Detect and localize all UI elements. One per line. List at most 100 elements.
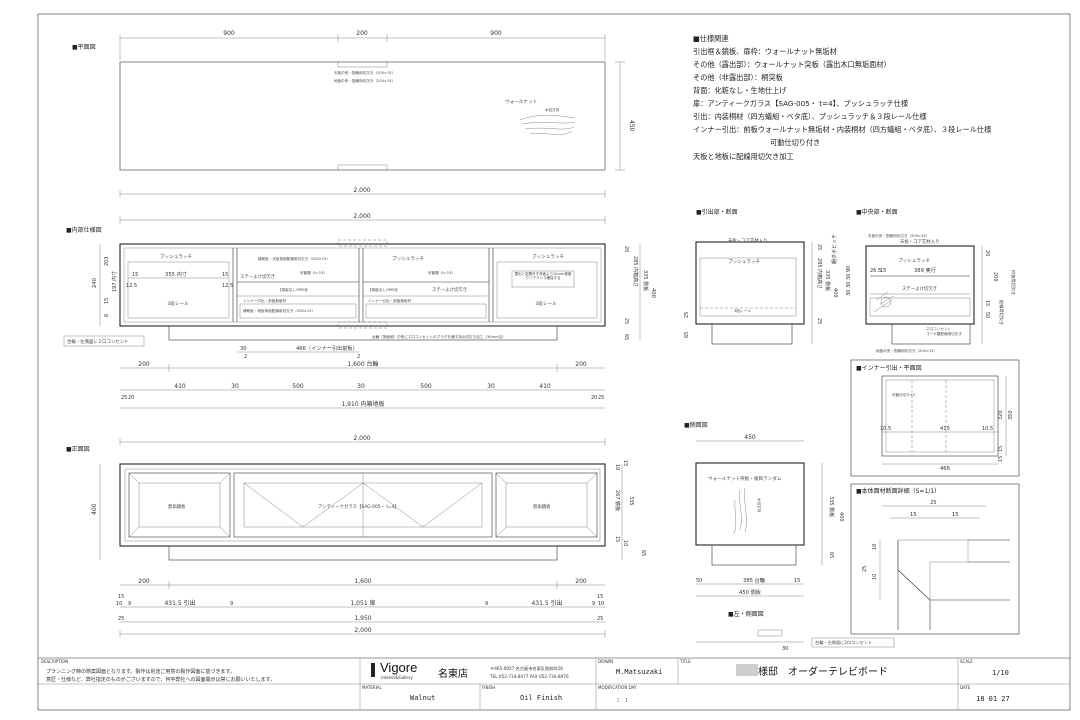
tb-scale-label: SCALE: [960, 659, 973, 664]
center-section-r50: 50: [984, 312, 990, 318]
front-row-15a: 15: [118, 594, 124, 600]
front-d25a: 25: [118, 616, 124, 622]
drawer-section-285: 285 内箱高さ: [816, 258, 823, 289]
side-15: 15: [794, 578, 800, 584]
inner-innerdrawer-left: インナー引出・前板無垢材: [243, 298, 287, 303]
side-65: 65: [828, 552, 834, 558]
inner-drawer-466: 466: [940, 466, 950, 472]
inner-plug-note: 台輪（背面側）中央に２口コンセントのプラグを通す用の切欠き加工（30mm丸）: [372, 334, 506, 339]
inner-left-240: 240: [92, 278, 98, 288]
inner-drawer-320: 320: [998, 410, 1004, 420]
plan-grain-label: 木目方向: [545, 107, 560, 112]
inner-row-30a: 30: [231, 383, 239, 390]
side-335: 335 側板: [828, 496, 835, 517]
front-row-10b: 10: [598, 601, 604, 607]
spec-line-2: その他（露出部）：ウォールナット突板（露出木口無垢面材）: [693, 60, 891, 69]
front-total-2000: 2,000: [354, 627, 371, 634]
inner-d125a: 12.5: [126, 283, 137, 289]
side-w450: 450: [744, 434, 756, 441]
side-view-title: ■側面図: [684, 421, 708, 429]
detail-view: ■本体面材断面詳細（S=1/1） 25 15 15 10 10 25: [850, 483, 1020, 635]
inner-row-25b: 25: [598, 395, 604, 401]
inner-left-6: 6: [104, 314, 110, 317]
spec-line-9: 天板と地板に配線用切欠き加工: [693, 152, 794, 161]
center-section-d15: 15: [880, 268, 886, 274]
spec-line-6: 引出：内装桐材（四方蟻組・ベタ底）、プッシュラッチ＆３段レール仕様: [693, 112, 927, 121]
front-r-335: 335: [628, 496, 634, 506]
front-row-10a: 10: [116, 601, 122, 607]
inner-row-30b: 30: [357, 383, 365, 390]
plan-depth-dim: 450: [628, 120, 635, 132]
front-view: ■正面図 2,000 無垢鏡板 アンティークガラス【SAG-005・ t=4】 …: [66, 435, 646, 638]
inner-in355: 355 内寸: [165, 270, 187, 278]
center-section-push: プッシュラッチ: [898, 258, 931, 264]
tb-title-label: TITLE: [679, 659, 691, 664]
plan-top-board: [119, 61, 606, 171]
tb-title: 様邸 オーダーテレビボード: [758, 665, 888, 678]
plan-total-dim: 2,000: [353, 187, 370, 194]
tb-date-label: DATE: [960, 685, 971, 690]
tb-drawn-label: DRAWN: [598, 659, 613, 664]
inner-open-right: 【背板なしOPEN】: [368, 287, 400, 292]
spec-line-5: 扉：アンティークガラス【SAG-005・ t=4】、プッシュラッチ仕様: [693, 99, 908, 108]
inner-row-410a: 410: [174, 383, 186, 390]
detail-title: ■本体面材断面詳細（S=1/1）: [856, 487, 940, 495]
inner-stay-left: ステーよけ切欠き: [240, 273, 275, 280]
front-r-10a: 10: [614, 464, 620, 470]
tb-material-label: MATERIAL: [362, 685, 383, 690]
shop-phone: TEL 052-734-8477 FAX 052-734-8476: [489, 674, 569, 679]
drawer-section-top: 天板・コア芯材入り: [728, 237, 768, 244]
front-base-1600: 1,600: [354, 578, 371, 585]
front-base-200l: 200: [138, 578, 150, 585]
tb-desc-label: DESCRIPTION: [41, 659, 68, 664]
center-section-bottom: 地板中央・配線用切欠き（200×15）: [876, 348, 937, 353]
drawer-section-335: 335 側板: [824, 270, 831, 291]
spec-heading: ■仕様関連: [693, 34, 729, 43]
inner-right-65: 65: [623, 334, 629, 340]
inner-mid-30: 30: [240, 346, 247, 352]
side-450b: 450 側板: [739, 588, 762, 596]
side-outlet-note: 台輪・左側面に2口コンセント: [815, 639, 872, 646]
center-section-inner-notch: 内装用切欠き: [1010, 270, 1017, 295]
front-row-9d: 9: [592, 601, 595, 607]
side-grain: 木目方向: [757, 498, 762, 513]
inner-row-20b: 20: [591, 395, 597, 401]
plan-dim-left: 900: [223, 30, 235, 37]
front-kagami-left: 無垢鏡板: [168, 503, 186, 510]
inner-row-25a: 25: [121, 395, 127, 401]
side-left-title: ■左・側面図: [728, 610, 764, 618]
inner-row-500a: 500: [292, 383, 304, 390]
shop-address: 〒465-0057 名古屋市名東区陸前町26: [490, 665, 563, 672]
inner-drawer-title: ■インナー引出・平面図: [856, 364, 922, 372]
plan-note-bottom-notch: 地板中央・配線用切欠き（200×15）: [334, 78, 395, 83]
center-section-r20: 20: [984, 250, 990, 256]
spec-line-3: その他（非露出部）：桐突板: [693, 73, 783, 82]
inner-base-1600: 1,600 台輪: [347, 360, 378, 368]
inner-notch-top: 補助板・天板背面配線用切欠き（200×15）: [258, 256, 330, 261]
detail-15b: 15: [952, 512, 959, 518]
front-d25b: 25: [597, 616, 603, 622]
front-row-15b: 15: [597, 594, 603, 600]
front-r-15a: 15: [622, 460, 628, 466]
center-section-pitch-label: 棚ダボピッチ: [831, 234, 838, 264]
plan-grain-mark: [519, 115, 576, 135]
tb-finish-label: FINISH: [482, 685, 495, 690]
title-block: DESCRIPTION プランニング時の懸案図面となります。製作は別途ご用意の製…: [38, 657, 1070, 710]
inner-base-200l: 200: [138, 361, 150, 368]
side-50: 50: [696, 578, 702, 584]
inner-rail-left: 3段レール: [167, 300, 189, 307]
detail-hatch: [897, 539, 969, 601]
inner-push-left: プッシュラッチ: [160, 254, 193, 260]
center-section-stay: ステーよけ切欠き: [902, 285, 937, 292]
inner-row-30c: 30: [487, 383, 495, 390]
side-view: ■側面図 450 ウォールナット突板・縦目ランダム 木目方向 335 側板 40…: [684, 421, 895, 652]
front-row-9a: 9: [128, 601, 131, 607]
inner-shelf-left: 可動棚（t=15）: [300, 270, 327, 275]
tb-desc-2: 意匠・仕様など、弊社指定のものがございますので、何卒弊社への図面開示は禁じお願い…: [46, 676, 275, 683]
detail-10b: 10: [872, 574, 878, 580]
inner-right-20: 20: [623, 246, 629, 252]
brand-logo-mark: [371, 663, 375, 677]
brand-logo: Vigore: [380, 660, 417, 675]
side-30: 30: [782, 646, 788, 652]
front-r-267: 267 鏡板: [614, 490, 621, 511]
